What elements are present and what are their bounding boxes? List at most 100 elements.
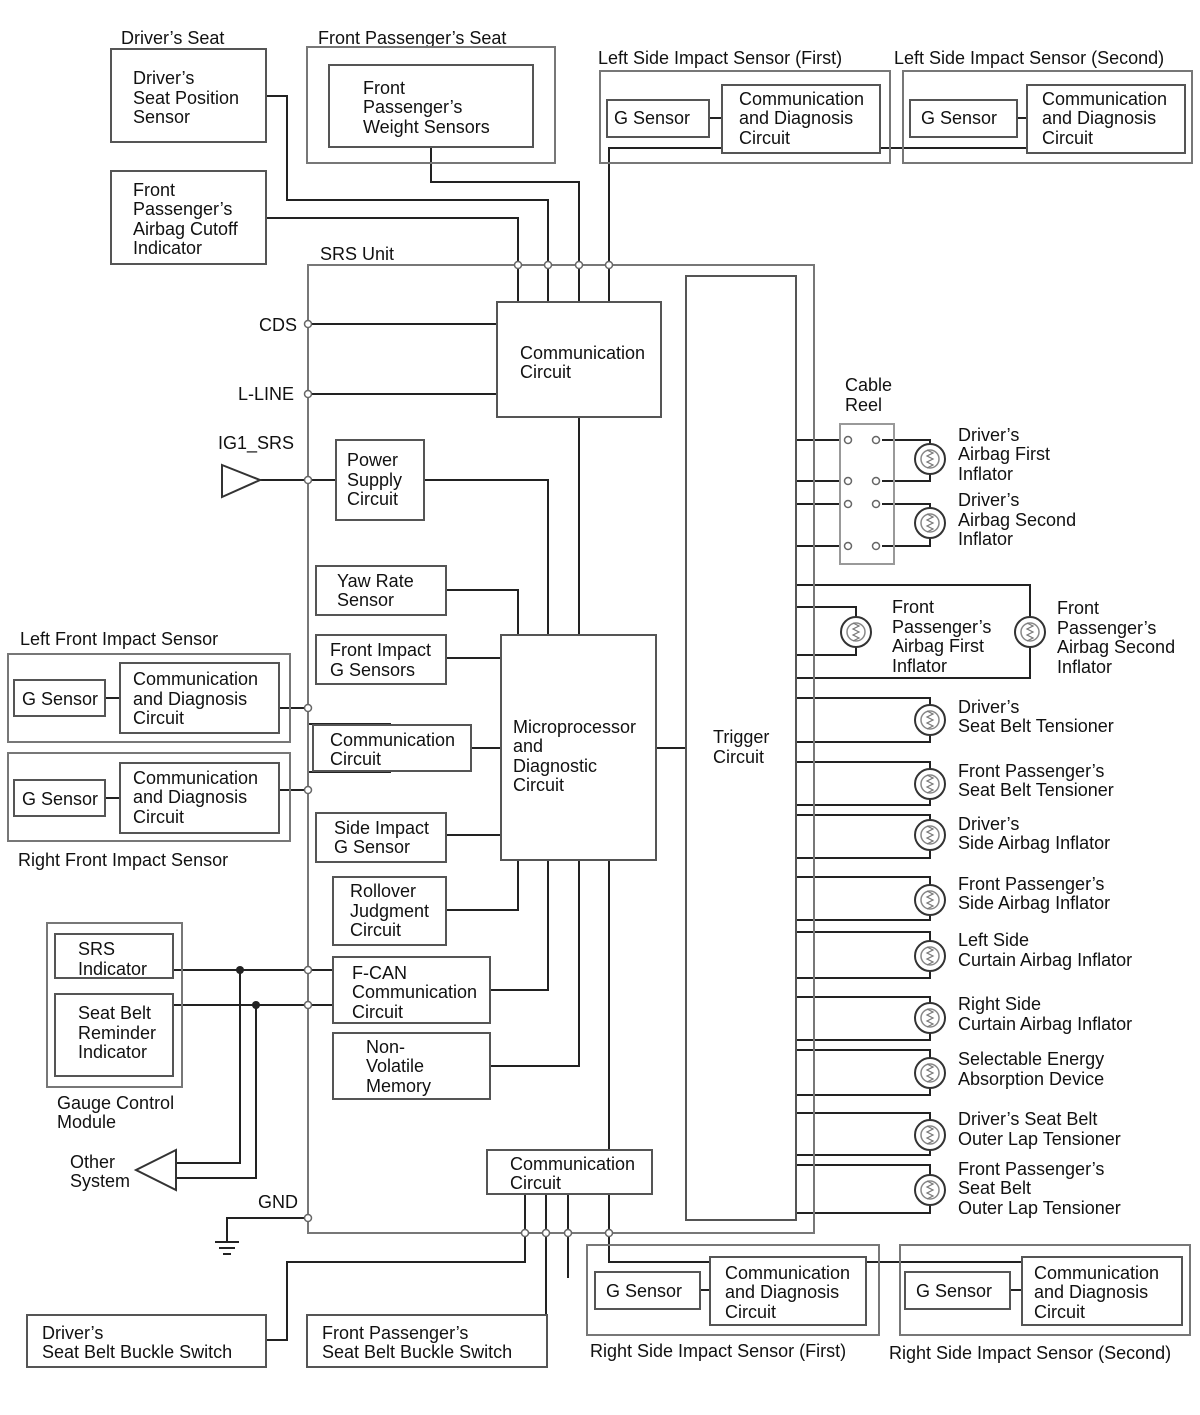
seat-belt-reminder-label: Indicator bbox=[78, 1042, 147, 1062]
front-passenger-seat-title: Front Passenger’s Seat bbox=[318, 28, 506, 48]
passenger-second-inflator-label: Airbag Second bbox=[1057, 637, 1175, 657]
comm-top-label: Communication bbox=[520, 343, 645, 363]
driver-second-inflator-label: Driver’s bbox=[958, 490, 1019, 510]
g-sensor-label: G Sensor bbox=[921, 108, 997, 128]
front-impact-g-label: G Sensors bbox=[330, 660, 415, 680]
seat-position-sensor-label: Driver’s bbox=[133, 68, 194, 88]
trigger-label: Trigger bbox=[713, 727, 769, 747]
passenger-second-inflator-label: Inflator bbox=[1057, 657, 1112, 677]
g-sensor-label: G Sensor bbox=[22, 689, 98, 709]
driver-side-airbag-label: Driver’s bbox=[958, 814, 1019, 834]
right-side-first-title: Right Side Impact Sensor (First) bbox=[590, 1341, 846, 1361]
comm-top-label: Circuit bbox=[520, 362, 571, 382]
nvm-label: Non- bbox=[366, 1037, 405, 1057]
right-curtain-label: Curtain Airbag Inflator bbox=[958, 1014, 1132, 1034]
driver-second-inflator-label: Airbag Second bbox=[958, 510, 1076, 530]
inflator-icon bbox=[914, 768, 946, 800]
inflator-squib-mark bbox=[851, 622, 861, 642]
connector-node bbox=[871, 499, 881, 509]
gauge-title: Module bbox=[57, 1112, 116, 1132]
gauge-title: Gauge Control bbox=[57, 1093, 174, 1113]
connector-nodes bbox=[303, 260, 881, 1238]
wire-junction-dot bbox=[236, 966, 244, 974]
driver-first-inflator-label: Inflator bbox=[958, 464, 1013, 484]
left-side-first-title: Left Side Impact Sensor (First) bbox=[598, 48, 842, 68]
srs-unit-title: SRS Unit bbox=[320, 244, 394, 264]
connector-node bbox=[543, 260, 553, 270]
passenger-second-inflator-label: Front bbox=[1057, 598, 1099, 618]
comm-mid-label: Communication bbox=[330, 730, 455, 750]
connector-node bbox=[843, 499, 853, 509]
inflator-squib-mark bbox=[925, 513, 935, 533]
right-curtain-label: Right Side bbox=[958, 994, 1041, 1014]
side-impact-g-label: G Sensor bbox=[334, 837, 410, 857]
connector-node bbox=[303, 389, 313, 399]
inflator-squib-mark bbox=[925, 946, 935, 966]
comm-diag-label: Communication bbox=[1034, 1263, 1159, 1283]
comm-diag-label: and Diagnosis bbox=[133, 787, 247, 807]
other-system-terminal-icon bbox=[133, 1148, 177, 1192]
inflator-icon bbox=[914, 819, 946, 851]
yaw-rate-label: Sensor bbox=[337, 590, 394, 610]
passenger-buckle-label: Seat Belt Buckle Switch bbox=[322, 1342, 512, 1362]
driver-second-inflator-label: Inflator bbox=[958, 529, 1013, 549]
nvm-label: Volatile bbox=[366, 1056, 424, 1076]
microprocessor-label: Microprocessor bbox=[513, 717, 636, 737]
other-system-label: System bbox=[70, 1171, 130, 1191]
inflator-squib-mark bbox=[925, 1180, 935, 1200]
left-curtain-label: Left Side bbox=[958, 930, 1029, 950]
inflator-squib-mark bbox=[925, 1063, 935, 1083]
left-front-impact-sensor: Left Front Impact Sensor G Sensor Commun… bbox=[7, 629, 291, 743]
srs-indicator-label: Indicator bbox=[78, 959, 147, 979]
comm-diag-label: Communication bbox=[133, 768, 258, 788]
srs-unit-outline bbox=[307, 264, 815, 1234]
energy-absorption-label: Selectable Energy bbox=[958, 1049, 1104, 1069]
driver-outer-lap-label: Outer Lap Tensioner bbox=[958, 1129, 1121, 1149]
left-front-impact-title: Left Front Impact Sensor bbox=[20, 629, 218, 649]
wire-junction-dot bbox=[252, 1001, 260, 1009]
cds-label: CDS bbox=[259, 315, 297, 335]
g-sensor-label: G Sensor bbox=[22, 789, 98, 809]
driver-buckle-label: Driver’s bbox=[42, 1323, 103, 1343]
inflator-squib-mark bbox=[925, 825, 935, 845]
inflator-squib-mark bbox=[925, 710, 935, 730]
g-sensor-label: G Sensor bbox=[916, 1281, 992, 1301]
comm-diag-label: Circuit bbox=[133, 708, 184, 728]
ig1-srs-label: IG1_SRS bbox=[218, 433, 294, 454]
power-supply-label: Circuit bbox=[347, 489, 398, 509]
fcan-label: F-CAN bbox=[352, 963, 407, 983]
rollover-label: Circuit bbox=[350, 920, 401, 940]
